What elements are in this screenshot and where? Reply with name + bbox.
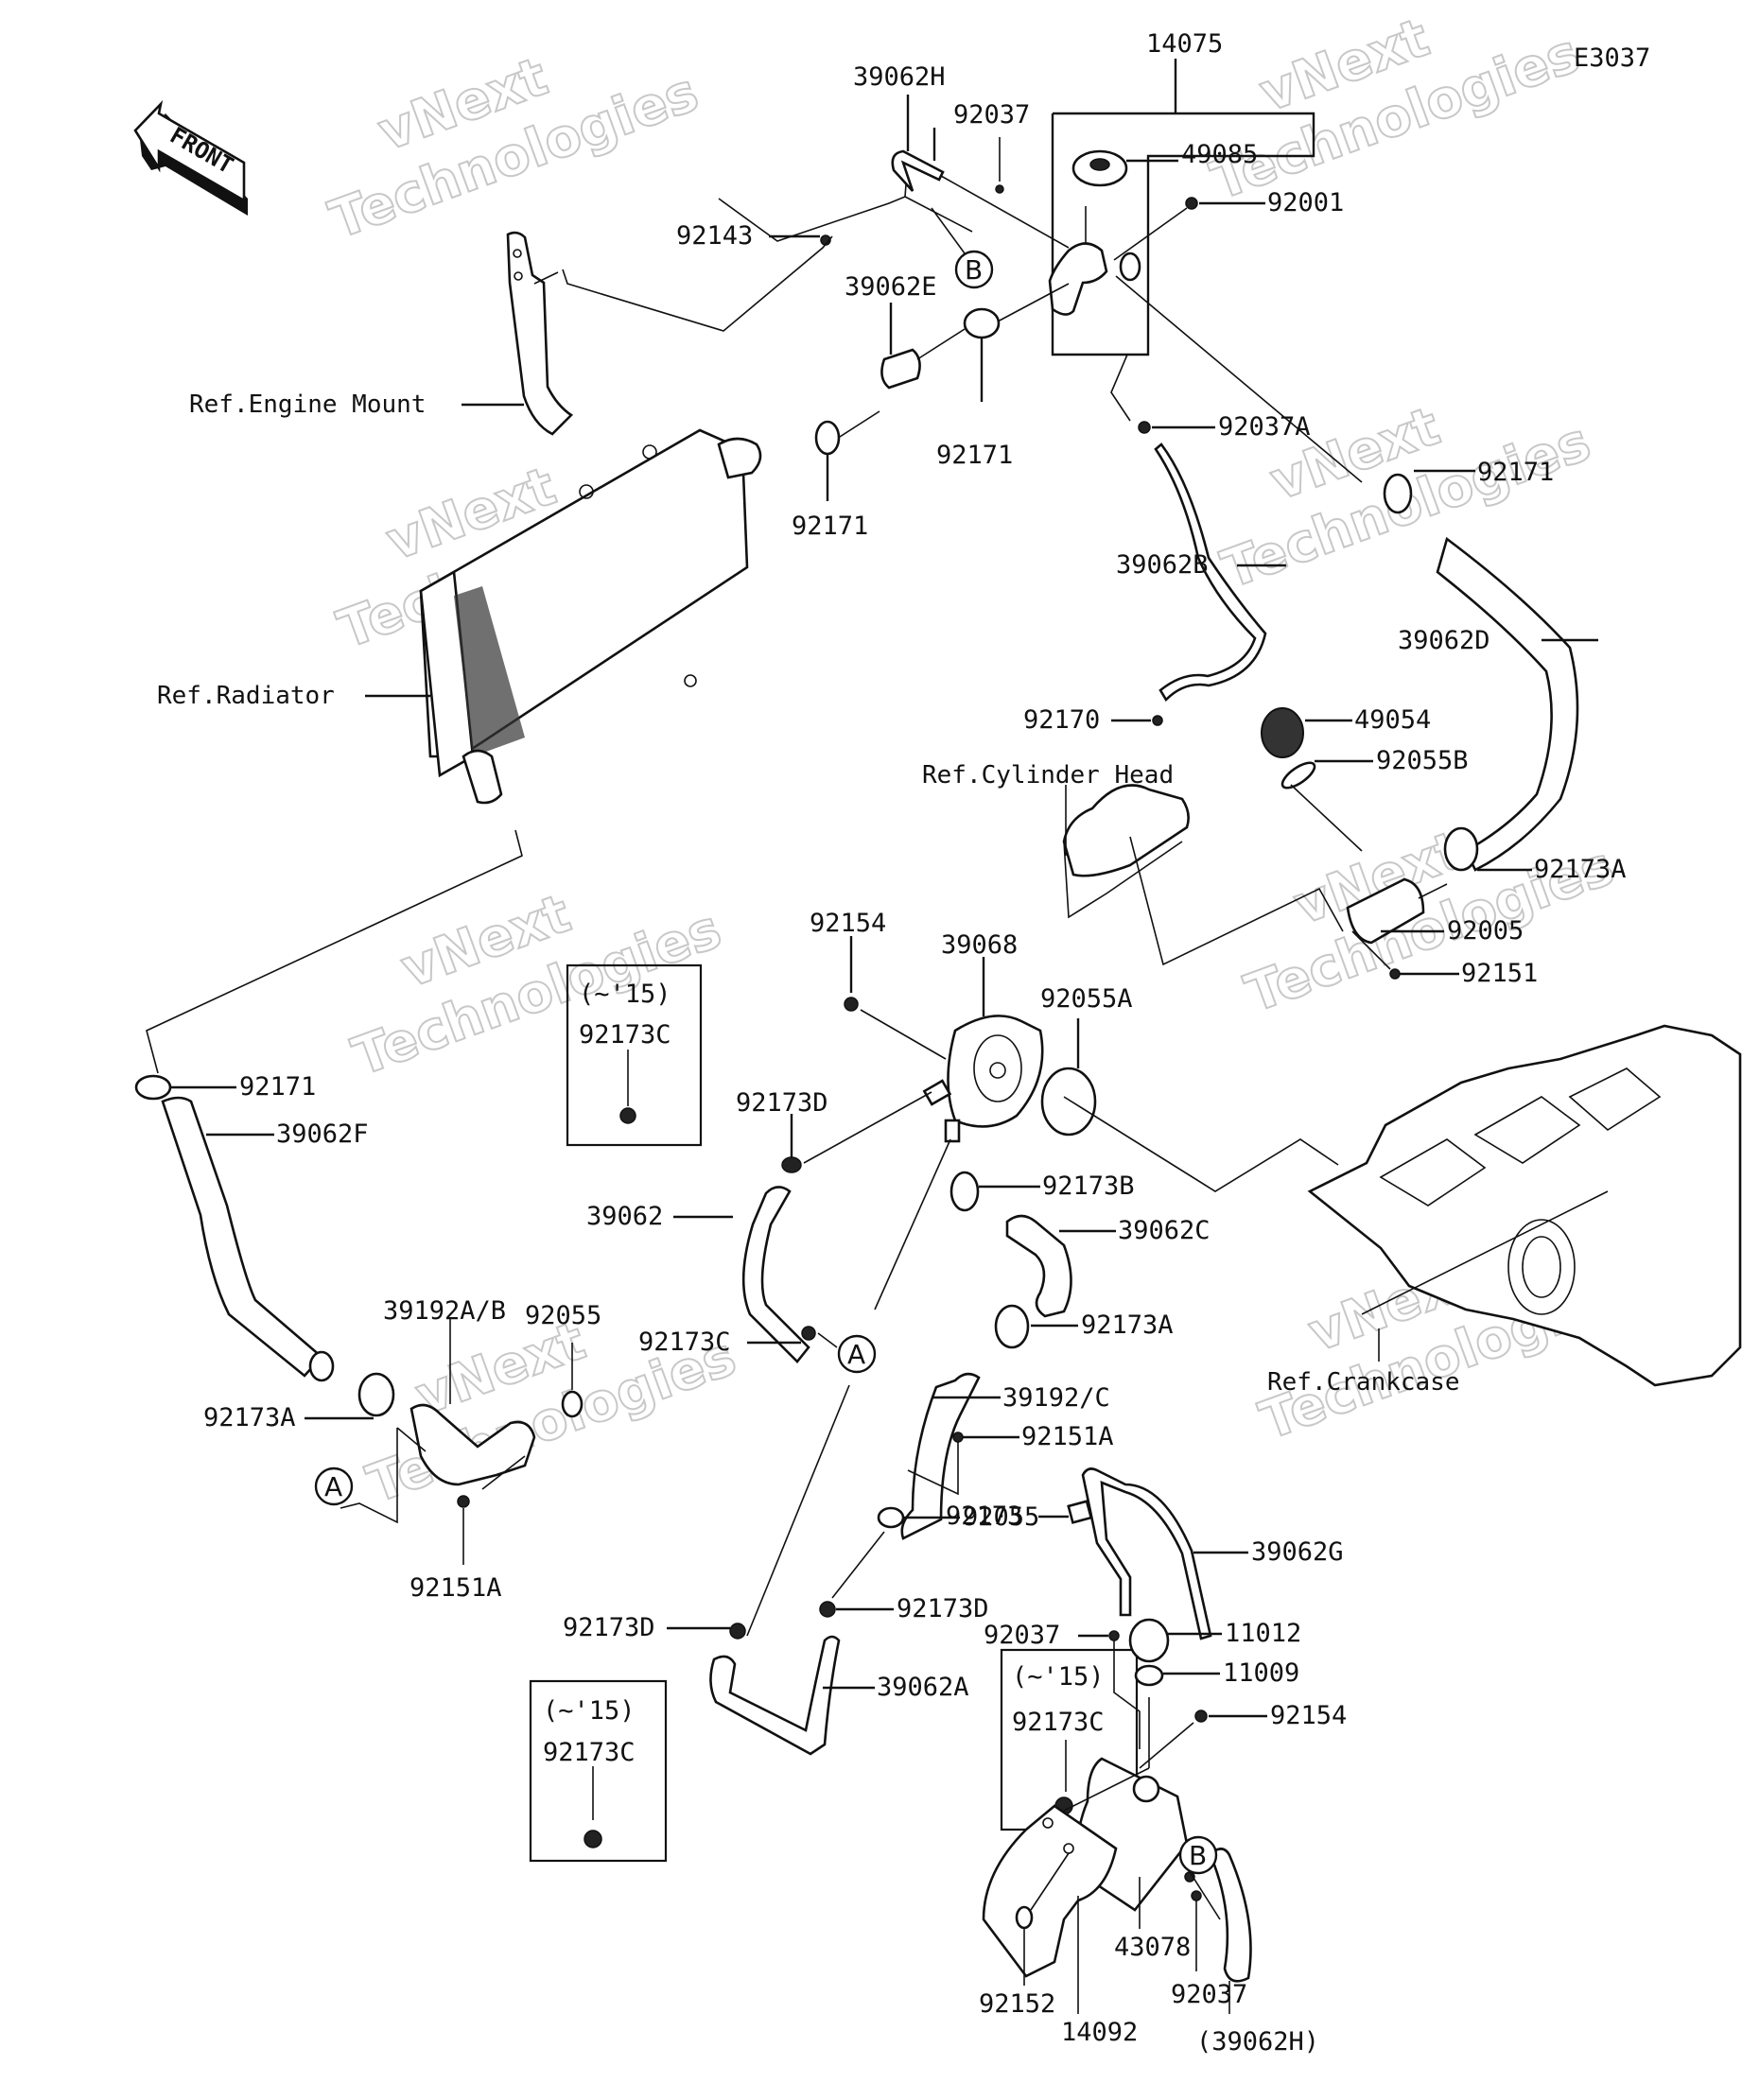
part-label-39192C[interactable]: 39192/C — [1002, 1383, 1110, 1413]
part-label-92037-low[interactable]: 92037 — [984, 1621, 1060, 1650]
part-label-92171-d[interactable]: 92171 — [239, 1072, 316, 1102]
callout-b-top: B — [931, 207, 994, 289]
part-label-92151A-left[interactable]: 92151A — [409, 1573, 502, 1603]
part-label-49085[interactable]: 49085 — [1181, 140, 1258, 169]
part-label-92173C-mid[interactable]: 92173C — [638, 1328, 731, 1357]
hose-39062D-icon — [1115, 275, 1598, 872]
part-label-92037-bottom[interactable]: 92037 — [1171, 1980, 1247, 2009]
part-label-39062H-ref[interactable]: (39062H) — [1196, 2027, 1319, 2057]
part-label-92173D-mid[interactable]: 92173D — [736, 1088, 828, 1118]
part-label-92173B[interactable]: 92173B — [1042, 1171, 1135, 1201]
part-label-39068[interactable]: 39068 — [941, 930, 1018, 960]
part-label-92001[interactable]: 92001 — [1267, 188, 1344, 217]
part-label-39062B[interactable]: 39062B — [1116, 550, 1209, 580]
part-label-39192AB[interactable]: 39192A/B — [383, 1296, 506, 1326]
callout-a-label: A — [324, 1471, 342, 1502]
part-label-39062C[interactable]: 39062C — [1118, 1216, 1211, 1245]
hose-39062H-icon — [718, 95, 1070, 249]
variant-box-2: (~'15) 92173C — [529, 1679, 668, 1863]
variant-box-3: (~'15) 92173C — [1000, 1648, 1139, 1831]
watermarks: vNext Technologies vNext Technologies vN… — [322, 6, 1638, 1517]
part-label-92151A-mid[interactable]: 92151A — [1021, 1422, 1114, 1451]
thermostat-housing-icon — [1346, 826, 1532, 980]
bolt-92143-icon — [562, 234, 833, 332]
ref-crankcase: Ref.Crankcase — [1267, 1368, 1460, 1397]
water-pump-cover-icon — [844, 936, 1339, 1192]
part-label-92171-b[interactable]: 92171 — [792, 512, 868, 541]
variant-part[interactable]: 92173C — [1012, 1708, 1105, 1737]
variant-note: (~'15) — [1012, 1662, 1105, 1692]
part-label-92173A-mid[interactable]: 92173A — [1081, 1310, 1174, 1340]
part-label-92173A-left[interactable]: 92173A — [203, 1403, 296, 1432]
part-label-39062D[interactable]: 39062D — [1398, 626, 1490, 655]
radiator-icon — [146, 428, 762, 1074]
part-label-92171-a[interactable]: 92171 — [936, 441, 1013, 470]
part-label-11012[interactable]: 11012 — [1225, 1619, 1301, 1648]
callout-a-mid: A — [837, 1334, 877, 1374]
callout-a-label: A — [847, 1339, 865, 1370]
hose-39062C-icon — [819, 1171, 1116, 1618]
part-label-92170[interactable]: 92170 — [1023, 705, 1100, 735]
ref-radiator: Ref.Radiator — [157, 682, 335, 710]
part-label-92037-top[interactable]: 92037 — [953, 100, 1030, 130]
part-label-92143[interactable]: 92143 — [676, 221, 753, 251]
reserve-tank-icon — [982, 1618, 1267, 2014]
part-label-39062F[interactable]: 39062F — [276, 1119, 369, 1149]
part-label-92152[interactable]: 92152 — [979, 1989, 1055, 2019]
part-label-11009[interactable]: 11009 — [1223, 1658, 1299, 1688]
part-label-43078[interactable]: 43078 — [1114, 1933, 1191, 1962]
part-label-92171-c[interactable]: 92171 — [1477, 458, 1554, 487]
part-label-14092[interactable]: 14092 — [1061, 2018, 1138, 2047]
part-label-92055-left[interactable]: 92055 — [525, 1301, 601, 1330]
part-label-39062H[interactable]: 39062H — [853, 62, 946, 92]
hose-39062-icon — [673, 1091, 951, 1637]
variant-part[interactable]: 92173C — [579, 1020, 671, 1050]
hose-39062E-icon — [814, 283, 1070, 501]
part-label-92055A[interactable]: 92055A — [1040, 984, 1133, 1014]
hose-39062B-icon — [1110, 354, 1286, 726]
front-arrow-icon: FRONT — [133, 99, 248, 216]
part-label-92055B[interactable]: 92055B — [1376, 746, 1469, 775]
part-label-92173A-top[interactable]: 92173A — [1534, 855, 1627, 884]
part-label-92173D-low[interactable]: 92173D — [897, 1594, 989, 1623]
part-label-92005[interactable]: 92005 — [1447, 916, 1524, 946]
callout-a-left: A — [314, 1467, 354, 1506]
radiator-cap-icon — [1071, 149, 1178, 248]
variant-part[interactable]: 92173C — [543, 1738, 636, 1767]
variant-box-1: (~'15) 92173C — [566, 963, 703, 1147]
callout-b-label: B — [1189, 1840, 1207, 1871]
part-label-92154-low[interactable]: 92154 — [1270, 1701, 1347, 1730]
engine-mount-icon — [462, 231, 574, 436]
filler-neck-icon — [1048, 242, 1141, 316]
part-label-92151[interactable]: 92151 — [1461, 959, 1538, 988]
bracket-14075 — [1051, 59, 1315, 356]
callout-b-label: B — [965, 254, 983, 286]
hose-39062F-icon — [134, 1074, 584, 1565]
part-label-92055-mid[interactable]: 92055 — [963, 1502, 1039, 1532]
crankcase-icon — [1307, 1024, 1742, 1387]
part-label-14075[interactable]: 14075 — [1146, 29, 1223, 59]
ref-engine-mount: Ref.Engine Mount — [189, 390, 426, 419]
hose-39062A-icon — [667, 1623, 875, 1756]
cylinder-head-icon — [1062, 784, 1344, 966]
callout-b-bottom: B — [1178, 1835, 1218, 1875]
variant-note: (~'15) — [543, 1696, 636, 1726]
part-label-39062[interactable]: 39062 — [586, 1202, 663, 1231]
hose-39062G-icon — [1038, 1467, 1248, 1640]
part-label-49054[interactable]: 49054 — [1354, 705, 1431, 735]
part-label-92173D-lowleft[interactable]: 92173D — [563, 1613, 655, 1642]
part-label-92173[interactable]: 92173 — [946, 1501, 1022, 1531]
part-label-39062A[interactable]: 39062A — [877, 1673, 969, 1702]
diagram-code: E3037 — [1574, 43, 1650, 73]
variant-note: (~'15) — [579, 980, 671, 1009]
part-label-39062G[interactable]: 39062G — [1251, 1537, 1344, 1567]
part-label-39062E[interactable]: 39062E — [845, 272, 937, 302]
part-label-92154-mid[interactable]: 92154 — [810, 909, 886, 938]
ref-cylinder-head: Ref.Cylinder Head — [922, 761, 1174, 790]
bolt-icon — [1113, 197, 1265, 261]
thermostat-icon — [1261, 707, 1373, 852]
